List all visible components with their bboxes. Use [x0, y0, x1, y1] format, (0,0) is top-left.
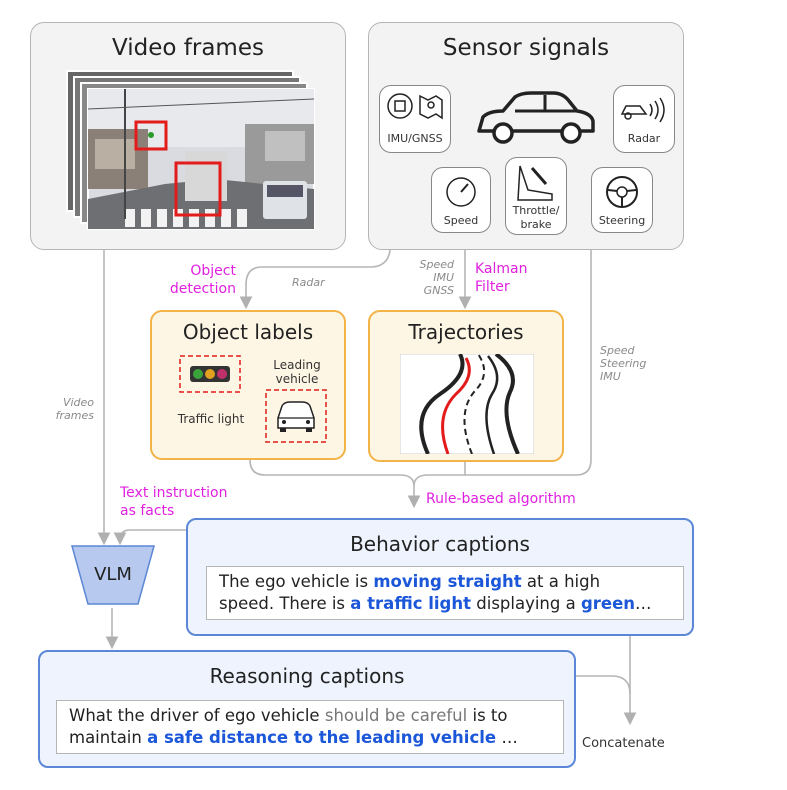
reasoning-captions-title: Reasoning captions [209, 664, 405, 688]
radar-label: Radar [627, 132, 661, 145]
bc-h1: moving straight [373, 572, 522, 591]
reasoning-to-concat-arrow [575, 675, 631, 695]
video-frames-edge-label: Video frames [50, 396, 94, 422]
video-frames-box: Video frames [30, 22, 346, 250]
leading-line1: Leading [273, 358, 321, 372]
throttle-label: Throttle/ [512, 204, 560, 217]
vlm-block [71, 545, 155, 605]
behavior-captions-box: Behavior captions The ego vehicle is mov… [186, 518, 694, 636]
leading-vehicle-icon [265, 389, 327, 443]
sig2-imu: IMU [600, 370, 621, 383]
sig-gnss: GNSS [423, 284, 454, 297]
speed-bubble: Speed [431, 167, 491, 233]
trajectories-box: Trajectories [368, 310, 564, 462]
imu-gnss-icon [387, 93, 443, 120]
object-detection-label: Object detection [162, 262, 236, 298]
rc-t4: … [496, 728, 518, 747]
kalman-filter-label: Kalman Filter [475, 260, 528, 296]
steering-label: Steering [598, 214, 646, 227]
text-instruction-line2: as facts [120, 503, 175, 519]
traffic-light-label: Traffic light [177, 412, 245, 426]
sensor-signals-box: Sensor signals IMU/GNSS Radar Speed [368, 22, 684, 250]
object-labels-box: Object labels Traffic light Leading vehi… [150, 310, 346, 460]
sensor-signals-title: Sensor signals [442, 35, 610, 61]
radar-edge-label: Radar [292, 276, 325, 289]
sig-speed: Speed [419, 258, 454, 271]
imu-gnss-bubble: IMU/GNSS [379, 85, 451, 153]
video-frames-title: Video frames [112, 35, 264, 61]
street-scene-image [87, 88, 315, 230]
car-icon [477, 91, 595, 144]
rc-h1: a safe distance to the leading vehicle [147, 728, 497, 747]
radar-arrow [239, 249, 391, 310]
reasoning-captions-box: Reasoning captions What the driver of eg… [38, 650, 576, 768]
kalman-line2: Filter [475, 279, 510, 295]
sig-imu: IMU [433, 271, 454, 284]
brake-label: brake [520, 218, 552, 231]
rc-t3: maintain [69, 728, 148, 747]
rc-g1: should be careful [324, 706, 468, 725]
bc-t4: displaying a [471, 594, 581, 613]
behavior-caption-text: The ego vehicle is moving straight at a … [206, 566, 684, 620]
bc-h3: green [580, 594, 636, 613]
leading-vehicle-label: Leading vehicle [260, 358, 334, 386]
trajectory-road-image [400, 354, 534, 454]
bc-t1: The ego vehicle is [219, 572, 374, 591]
bc-t3: speed. There is [219, 594, 351, 613]
object-labels-title: Object labels [182, 320, 314, 344]
speedometer-icon [446, 177, 476, 207]
text-instruction-arrow [113, 529, 186, 546]
trajectories-title: Trajectories [408, 320, 524, 344]
bc-t5: … [635, 594, 652, 613]
leading-line2: vehicle [275, 372, 319, 386]
speed-imu-gnss-label: Speed IMU GNSS [412, 258, 454, 297]
objects-to-rule-arrow [249, 459, 415, 487]
steering-bubble: Steering [591, 167, 653, 233]
bc-t2: at a high [521, 572, 601, 591]
text-instruction-label: Text instruction as facts [120, 484, 227, 520]
vlm-label: VLM [94, 564, 132, 585]
concatenate-label: Concatenate [582, 736, 665, 751]
video-frames-stack [66, 70, 315, 230]
radar-icon [620, 97, 665, 123]
kalman-line1: Kalman [475, 261, 528, 277]
rule-based-label: Rule-based algorithm [426, 491, 576, 507]
text-instruction-line1: Text instruction [120, 485, 228, 501]
object-detection-line2: detection [169, 281, 236, 297]
speed-steering-imu-label: Speed Steering IMU [600, 344, 646, 383]
rc-t2: is to [467, 706, 508, 725]
sig2-steering: Steering [600, 357, 647, 370]
throttle-bubble: Throttle/ brake [505, 157, 567, 235]
behavior-captions-title: Behavior captions [350, 532, 530, 556]
vf-line1: Video [62, 396, 94, 409]
radar-bubble: Radar [613, 85, 675, 153]
speed-steering-arrow [407, 250, 592, 509]
rc-t1: What the driver of ego vehicle [69, 706, 325, 725]
speed-label: Speed [443, 214, 479, 227]
sig2-speed: Speed [600, 344, 635, 357]
vf-line2: frames [55, 409, 94, 422]
bc-h2: a traffic light [350, 594, 472, 613]
object-detection-line1: Object [190, 263, 236, 279]
pedal-icon [517, 165, 553, 201]
steering-wheel-icon [606, 176, 638, 208]
reasoning-caption-text: What the driver of ego vehicle should be… [56, 700, 564, 754]
imu-gnss-label: IMU/GNSS [387, 132, 443, 145]
traffic-light-icon [179, 355, 241, 393]
